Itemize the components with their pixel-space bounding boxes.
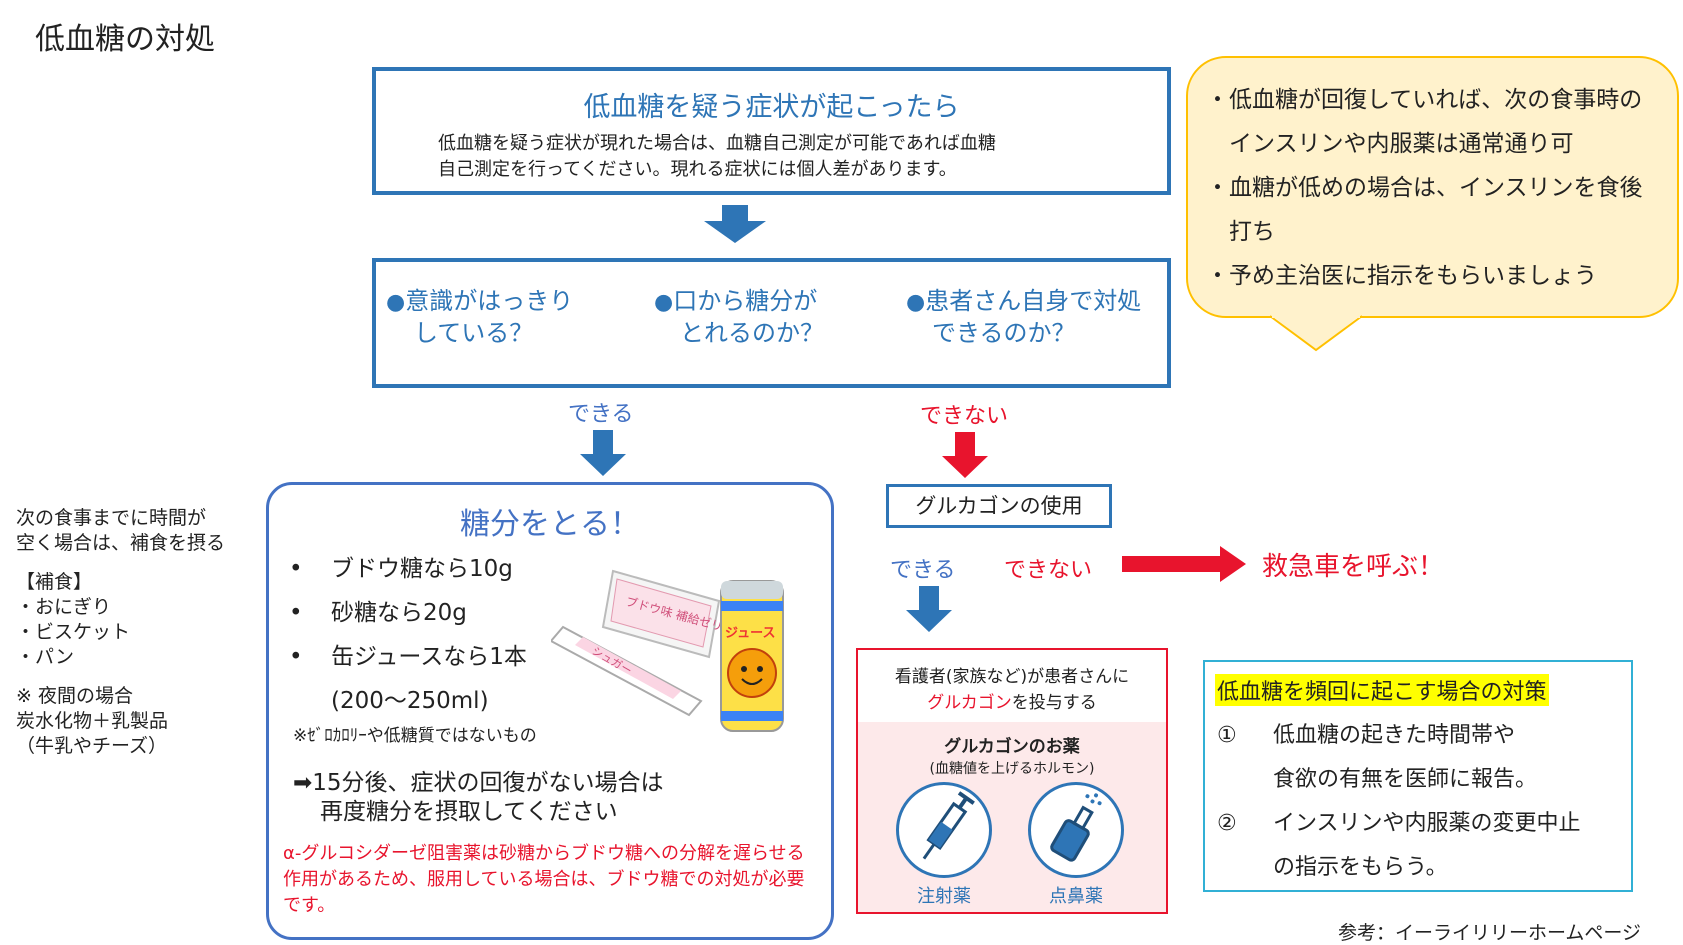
bullet: • bbox=[289, 644, 303, 670]
jelly-packet-icon: ブドウ味 補給ゼリー bbox=[601, 569, 736, 659]
side-note-line2: 空く場合は、補食を摂る bbox=[16, 532, 226, 554]
frequent-item-2: ② インスリンや内服薬の変更中止 の指示をもらう。 bbox=[1217, 802, 1581, 890]
snack-item: ・ビスケット bbox=[16, 621, 131, 643]
symptom-body: 低血糖を疑う症状が現れた場合は、血糖自己測定が可能であれば血糖 自己測定を行って… bbox=[438, 131, 1128, 183]
nasal-label: 点鼻薬 bbox=[1049, 886, 1103, 907]
advice-line: 打ち bbox=[1206, 219, 1275, 245]
frequent-item-2-line1: インスリンや内服薬の変更中止 bbox=[1273, 811, 1581, 836]
question-box: ●意識がはっきり している？ ●口から糖分が とれるのか？ ●患者さん自身で対処… bbox=[372, 258, 1171, 388]
bubble-tail bbox=[1270, 314, 1362, 352]
bullet: • bbox=[289, 556, 303, 582]
recheck-line2: 再度糖分を摂取してください bbox=[320, 799, 618, 825]
question-oral-intake-line1: 口から糖分が bbox=[673, 287, 818, 315]
glucagon-card-line2-rest: を投与する bbox=[1011, 693, 1097, 713]
question-self-care: ●患者さん自身で対処 できるのか？ bbox=[906, 286, 1141, 348]
advice-bubble: ・低血糖が回復していれば、次の食事時の インスリンや内服薬は通常通り可 ・血糖が… bbox=[1186, 56, 1679, 318]
night-line1: 炭水化物＋乳製品 bbox=[16, 710, 169, 732]
night-line2: （牛乳やチーズ） bbox=[16, 735, 168, 757]
advice-line: ・血糖が低めの場合は、インスリンを食後 bbox=[1206, 175, 1643, 201]
bullet: • bbox=[289, 600, 303, 626]
branch-can-label: できる bbox=[568, 402, 634, 427]
juice-can-icon: ジュース bbox=[720, 580, 784, 732]
sugar-list: • ブドウ糖なら10g • 砂糖なら20g • 缶ジュースなら1本 (200～250m… bbox=[289, 547, 527, 723]
page-title: 低血糖の対処 bbox=[35, 22, 215, 57]
snack-title: 【補食】 bbox=[16, 571, 93, 593]
sugar-heading: 糖分をとる！ bbox=[460, 507, 640, 542]
sugar-intake-box: 糖分をとる！ • ブドウ糖なら10g • 砂糖なら20g • 缶ジュースなら1本 (2… bbox=[266, 482, 834, 940]
side-note-line1: 次の食事までに時間が bbox=[16, 507, 207, 529]
question-oral-intake: ●口から糖分が とれるのか？ bbox=[654, 286, 824, 348]
glucagon-can-label: できる bbox=[890, 558, 956, 583]
question-consciousness-line2: している？ bbox=[414, 319, 534, 347]
symptom-body-line2: 自己測定を行ってください。現れる症状には個人差があります。 bbox=[438, 159, 957, 180]
syringe-icon bbox=[896, 782, 992, 878]
down-arrow-icon bbox=[704, 205, 766, 243]
glucagon-medicine-title: グルカゴンのお薬 bbox=[944, 737, 1080, 757]
snack-item: ・パン bbox=[16, 646, 74, 668]
symptom-body-line1: 低血糖を疑う症状が現れた場合は、血糖自己測定が可能であれば血糖 bbox=[438, 133, 996, 154]
bullet-dot-icon: ● bbox=[386, 290, 406, 315]
sugar-note: ※ｾﾞﾛｶﾛﾘｰや低糖質ではないもの bbox=[293, 726, 537, 746]
alpha-gi-warning: α-グルコシダーゼ阻害薬は砂糖からブドウ糖への分解を遅らせる作用があるため、服用… bbox=[283, 843, 805, 916]
list-item: (200～250ml) bbox=[289, 679, 527, 723]
down-arrow-blue-icon bbox=[906, 586, 952, 632]
glucagon-red-word: グルカゴン bbox=[927, 693, 1012, 713]
bullet-dot-icon: ● bbox=[654, 290, 674, 315]
branch-cannot-label: できない bbox=[920, 404, 1009, 429]
frequent-item-2-line2: の指示をもらう。 bbox=[1273, 855, 1448, 880]
snack-item: ・おにぎり bbox=[16, 596, 112, 618]
glucagon-use-box: グルカゴンの使用 bbox=[886, 484, 1112, 528]
juice-can-label: ジュース bbox=[725, 626, 775, 641]
symptom-heading: 低血糖を疑う症状が起こったら bbox=[583, 92, 960, 123]
sugar-item-sugar: 砂糖なら20g bbox=[331, 600, 467, 626]
down-arrow-blue-icon bbox=[580, 430, 626, 476]
call-ambulance: 救急車を呼ぶ！ bbox=[1262, 552, 1445, 582]
advice-line: インスリンや内服薬は通常通り可 bbox=[1206, 131, 1574, 157]
symptom-box: 低血糖を疑う症状が起こったら 低血糖を疑う症状が現れた場合は、血糖自己測定が可能… bbox=[372, 67, 1171, 195]
question-consciousness-line1: 意識がはっきり bbox=[405, 287, 574, 315]
glucagon-medicine-panel: グルカゴンのお薬 (血糖値を上げるホルモン) bbox=[858, 722, 1166, 912]
advice-text: ・低血糖が回復していれば、次の食事時の インスリンや内服薬は通常通り可 ・血糖が… bbox=[1206, 78, 1666, 298]
advice-line: ・低血糖が回復していれば、次の食事時の bbox=[1206, 87, 1643, 113]
frequent-item-1-line2: 食欲の有無を医師に報告。 bbox=[1273, 767, 1538, 792]
recheck-line1: ➡15分後、症状の回復がない場合は bbox=[293, 770, 664, 796]
bullet-dot-icon: ● bbox=[906, 290, 926, 315]
question-oral-intake-line2: とれるのか？ bbox=[680, 319, 824, 347]
right-arrow-red-icon bbox=[1122, 546, 1246, 582]
reference-note: 参考：イーライリリーホームページ bbox=[1338, 922, 1642, 944]
nasal-spray-icon bbox=[1028, 782, 1124, 878]
side-note: 次の食事までに時間が 空く場合は、補食を摂る 【補食】 ・おにぎり ・ビスケット… bbox=[16, 506, 225, 759]
frequent-heading: 低血糖を頻回に起こす場合の対策 bbox=[1215, 674, 1549, 706]
question-self-care-line1: 患者さん自身で対処 bbox=[925, 287, 1142, 315]
advice-line: ・予め主治医に指示をもらいましょう bbox=[1206, 263, 1597, 289]
glucagon-card: 看護者(家族など)が患者さんに グルカゴンを投与する グルカゴンのお薬 (血糖値… bbox=[856, 648, 1168, 914]
glucagon-medicine-subtitle: (血糖値を上げるホルモン) bbox=[929, 761, 1095, 777]
injection-label: 注射薬 bbox=[917, 886, 971, 907]
question-consciousness: ●意識がはっきり している？ bbox=[386, 286, 573, 348]
frequent-item-1-line1: 低血糖の起きた時間帯や bbox=[1273, 723, 1516, 748]
down-arrow-red-icon bbox=[942, 432, 988, 478]
night-title: ※ 夜間の場合 bbox=[16, 685, 133, 707]
sugar-item-juice: 缶ジュースなら1本 bbox=[331, 644, 527, 670]
frequent-item-1: ① 低血糖の起きた時間帯や 食欲の有無を医師に報告。 bbox=[1217, 714, 1537, 802]
recheck-text: ➡15分後、症状の回復がない場合は 再度糖分を摂取してください bbox=[293, 769, 664, 827]
item-number: ① bbox=[1217, 723, 1237, 748]
sugar-item-glucose: ブドウ糖なら10g bbox=[331, 556, 513, 582]
frequent-hypoglycemia-box: 低血糖を頻回に起こす場合の対策 ① 低血糖の起きた時間帯や 食欲の有無を医師に報告… bbox=[1203, 660, 1633, 892]
list-item: • ブドウ糖なら10g bbox=[289, 547, 527, 591]
item-number: ② bbox=[1217, 811, 1237, 836]
glucagon-cannot-label: できない bbox=[1004, 558, 1093, 583]
list-item: • 缶ジュースなら1本 bbox=[289, 635, 527, 679]
sugar-item-volume: (200～250ml) bbox=[331, 688, 489, 714]
sugar-foods-illustration: ブドウ味 補給ゼリー シュガー ジュース bbox=[551, 569, 784, 732]
list-item: • 砂糖なら20g bbox=[289, 591, 527, 635]
question-self-care-line2: できるのか？ bbox=[932, 319, 1076, 347]
glucagon-card-top: 看護者(家族など)が患者さんに グルカゴンを投与する bbox=[858, 664, 1166, 716]
glucagon-card-line1: 看護者(家族など)が患者さんに bbox=[894, 667, 1130, 687]
